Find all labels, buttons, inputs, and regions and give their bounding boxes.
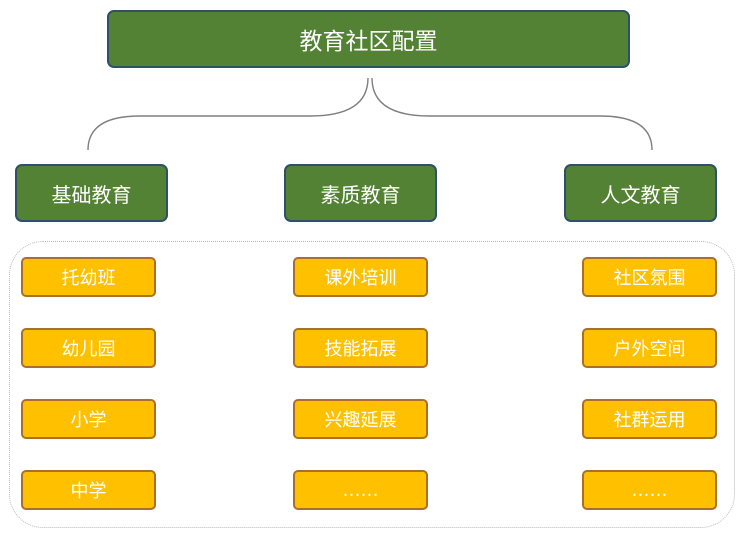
item-label: 技能拓展	[324, 339, 397, 360]
item-label: 小学	[70, 410, 107, 431]
item-label: 户外空间	[613, 339, 686, 360]
list-item: 社群运用	[582, 399, 717, 439]
category-label: 人文教育	[600, 182, 681, 207]
category-label: 基础教育	[51, 182, 132, 207]
item-label: 幼儿园	[61, 339, 116, 360]
item-label: ……	[342, 479, 379, 501]
category-basic-education: 基础教育	[15, 164, 168, 222]
list-item: 中学	[21, 470, 156, 510]
item-label: ……	[631, 479, 668, 501]
list-item: 户外空间	[582, 328, 717, 368]
item-label: 中学	[70, 481, 107, 502]
root-label: 教育社区配置	[299, 29, 438, 55]
list-item: 技能拓展	[293, 328, 428, 368]
list-item: 课外培训	[293, 257, 428, 297]
list-item: 幼儿园	[21, 328, 156, 368]
item-label: 兴趣延展	[324, 410, 397, 431]
category-humanities-education: 人文教育	[564, 164, 717, 222]
list-item: ……	[293, 470, 428, 510]
list-item: 社区氛围	[582, 257, 717, 297]
item-label: 课外培训	[324, 268, 397, 289]
items-container	[9, 241, 735, 528]
item-label: 托幼班	[61, 268, 116, 289]
list-item: 小学	[21, 399, 156, 439]
category-quality-education: 素质教育	[284, 164, 437, 222]
list-item: 托幼班	[21, 257, 156, 297]
item-label: 社区氛围	[613, 268, 686, 289]
list-item: ……	[582, 470, 717, 510]
category-label: 素质教育	[320, 182, 401, 207]
item-label: 社群运用	[613, 410, 686, 431]
root-node: 教育社区配置	[107, 10, 630, 68]
list-item: 兴趣延展	[293, 399, 428, 439]
